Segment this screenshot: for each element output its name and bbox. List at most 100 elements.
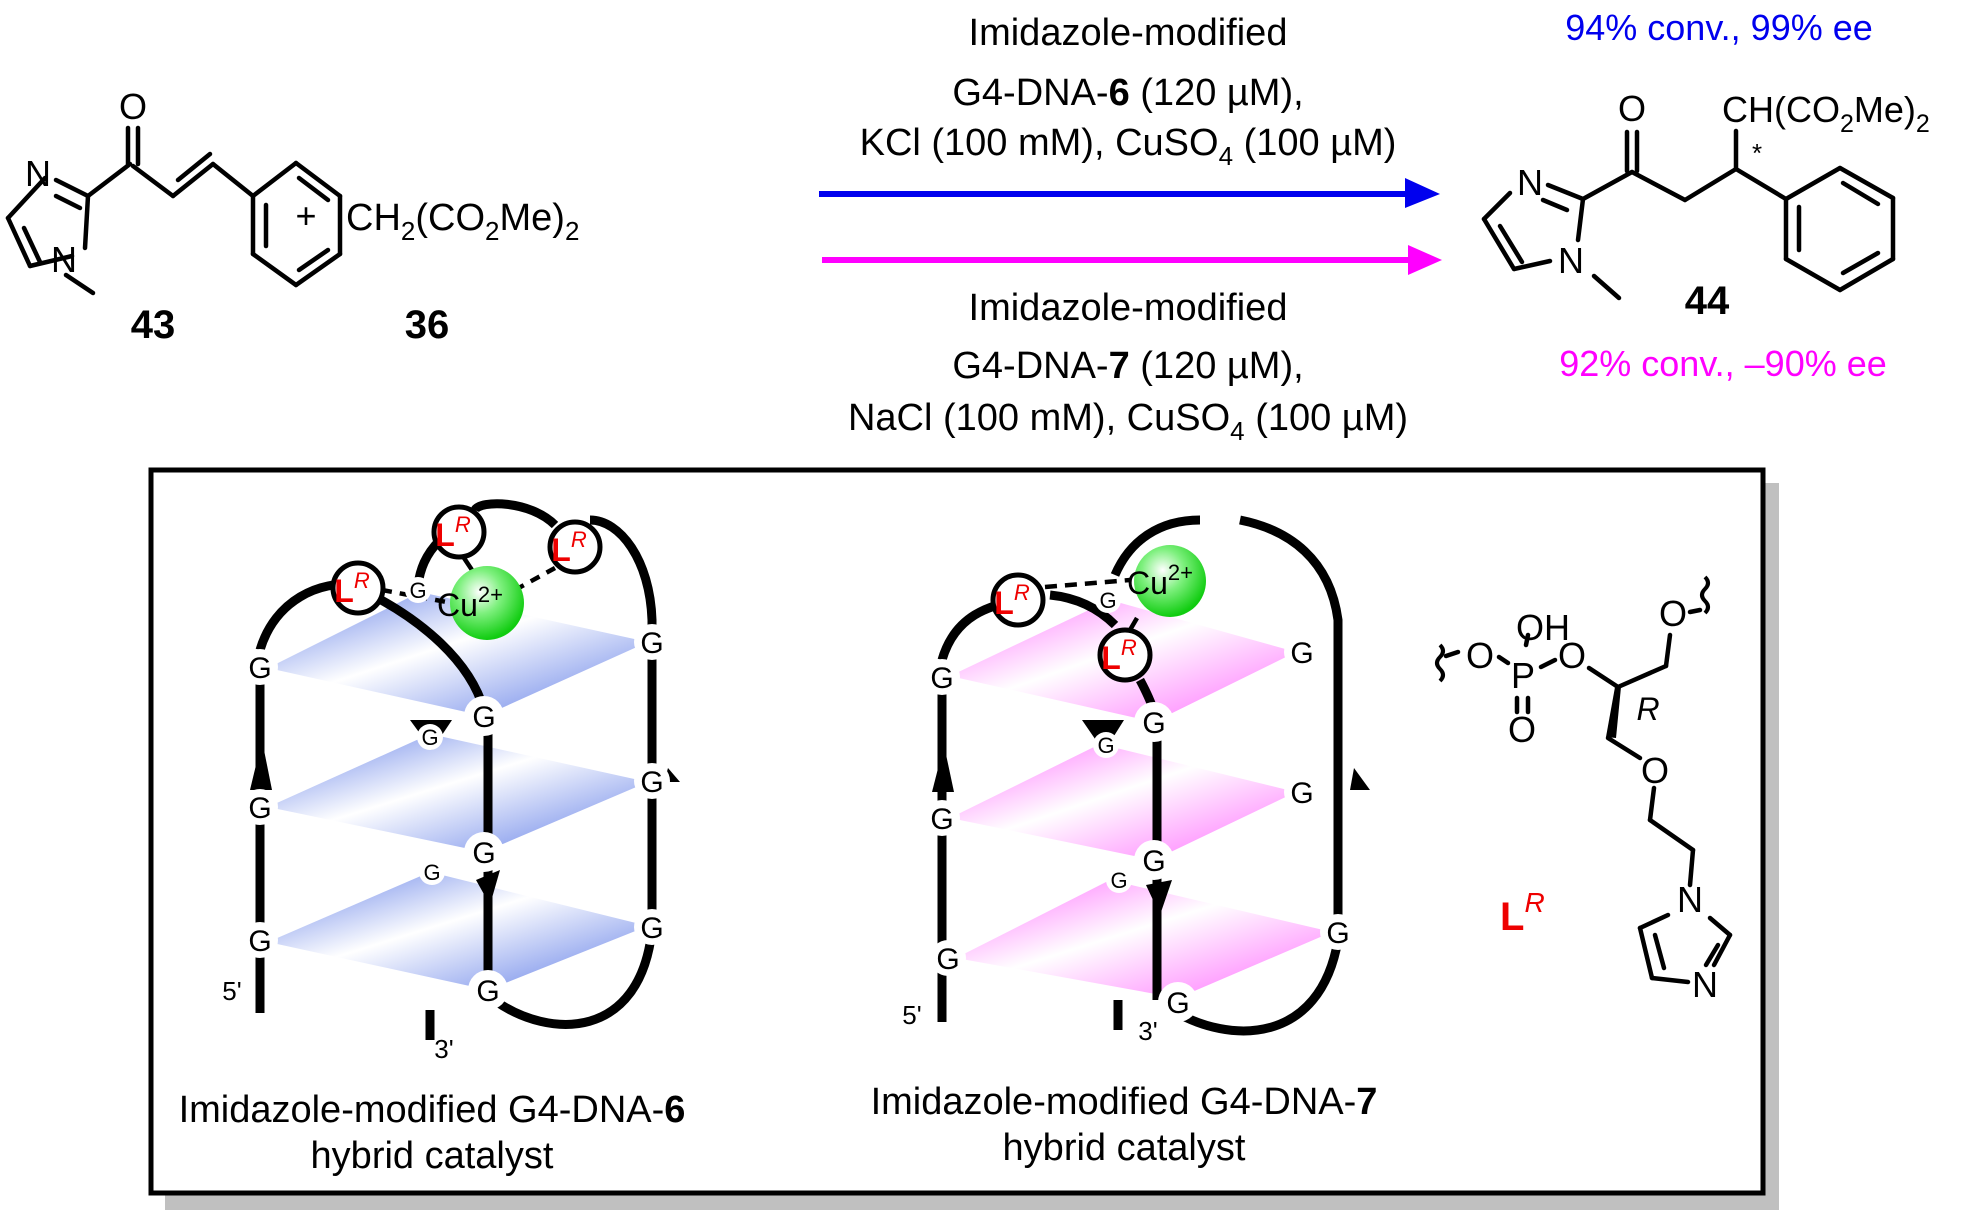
conditions-bottom-line3: NaCl (100 mM), CuSO4 (100 µM) <box>848 397 1408 446</box>
g-node: G <box>1106 867 1132 893</box>
svg-text:G: G <box>640 627 663 660</box>
g-node: G <box>634 624 670 660</box>
five-prime-label: 5' <box>222 976 241 1006</box>
arrow-blue <box>819 178 1440 208</box>
g-quartet-plane-top <box>268 592 648 716</box>
svg-text:G: G <box>1290 637 1313 670</box>
caption-g4-dna-6-line2: hybrid catalyst <box>311 1135 554 1177</box>
svg-text:G: G <box>1110 868 1127 893</box>
g-node: G <box>1284 774 1320 810</box>
svg-text:G: G <box>1326 917 1349 950</box>
g-quartet-plane-middle <box>950 744 1296 860</box>
g-node: G <box>405 577 431 603</box>
g-node: G <box>634 909 670 945</box>
svg-text:G: G <box>640 766 663 799</box>
product-imidazole-n1-label: N <box>1558 240 1584 281</box>
compound-44: O N N * CH(CO2Me)2 44 <box>1481 88 1930 323</box>
caption-g4-dna-7-line2: hybrid catalyst <box>1003 1127 1246 1169</box>
ligand-o-label: O <box>1641 750 1669 791</box>
g-node: G <box>1093 732 1119 758</box>
compound-label-43: 43 <box>131 303 176 347</box>
conditions-bottom-line2: G4-DNA-7 (120 µM), <box>952 345 1303 387</box>
g-node: G <box>1134 840 1174 880</box>
wavy-bond-icon <box>1435 643 1445 683</box>
ligand-node: LR <box>990 572 1046 628</box>
wavy-bond-icon <box>1700 575 1710 615</box>
ligand-node: LR <box>431 504 487 560</box>
caption-g4-dna-6-line1: Imidazole-modified G4-DNA-6 <box>179 1089 686 1131</box>
compound-43: O N N 43 <box>5 86 343 347</box>
svg-text:G: G <box>1097 733 1114 758</box>
g-node: G <box>242 649 278 685</box>
g-node: G <box>468 970 508 1010</box>
conditions-top-line1: Imidazole-modified <box>969 12 1288 54</box>
g-node: G <box>1284 634 1320 670</box>
ligand-structure: O OH P O O O O R N N LR <box>1435 575 1733 1005</box>
copper-ion: Cu2+ <box>437 566 524 640</box>
stereo-descriptor: R <box>1636 691 1659 727</box>
plus-sign: + <box>295 195 316 236</box>
svg-text:LR: LR <box>435 512 471 553</box>
result-top: 94% conv., 99% ee <box>1565 7 1873 48</box>
ligand-node: LR <box>330 560 386 616</box>
three-prime-label: 3' <box>434 1034 453 1064</box>
caption-g4-dna-7-line1: Imidazole-modified G4-DNA-7 <box>871 1081 1378 1123</box>
result-bottom: 92% conv., –90% ee <box>1559 343 1887 384</box>
g-node: G <box>924 659 960 695</box>
g-node: G <box>464 832 504 872</box>
g-node: G <box>930 940 966 976</box>
svg-text:G: G <box>409 578 426 603</box>
ligand-node: LR <box>547 519 603 575</box>
g-node: G <box>924 800 960 836</box>
svg-text:G: G <box>248 792 271 825</box>
g-quartet-plane-middle <box>268 734 648 852</box>
carbonyl-oxygen-label: O <box>119 86 147 127</box>
ligand-node: LR <box>1097 627 1153 683</box>
ligand-oh-label: OH <box>1516 607 1570 648</box>
g-node: G <box>464 696 504 736</box>
conditions-bottom: Imidazole-modified G4-DNA-7 (120 µM), Na… <box>848 287 1408 446</box>
arrow-magenta <box>822 245 1442 275</box>
copper-ion: Cu2+ <box>1127 545 1206 617</box>
ligand-n3-label: N <box>1692 964 1718 1005</box>
g-node: G <box>1320 914 1356 950</box>
svg-text:G: G <box>423 860 440 885</box>
malonate-formula: CH2(CO2Me)2 <box>346 197 579 246</box>
g-quartet-plane-bottom <box>956 880 1332 998</box>
svg-text:LR: LR <box>334 568 370 609</box>
g-node: G <box>242 789 278 825</box>
g-node: G <box>634 763 670 799</box>
g4-dna-7-diagram: G G G G G G G G G G G G Cu2+ LR LR 5' 3'… <box>871 515 1378 1169</box>
ligand-o-label: O <box>1659 593 1687 634</box>
conditions-top-line3: KCl (100 mM), CuSO4 (100 µM) <box>860 122 1397 171</box>
stereocenter-asterisk: * <box>1752 138 1762 168</box>
compound-36: CH2(CO2Me)2 36 <box>346 197 579 347</box>
ligand-p-label: P <box>1511 655 1535 696</box>
svg-text:G: G <box>472 701 495 734</box>
g-node: G <box>1095 587 1121 613</box>
g-node: G <box>1158 982 1198 1022</box>
svg-text:G: G <box>930 803 953 836</box>
svg-text:G: G <box>1290 777 1313 810</box>
svg-text:Cu2+: Cu2+ <box>437 582 503 623</box>
compound-label-36: 36 <box>405 303 450 347</box>
imidazole-n3-label: N <box>25 153 51 194</box>
compound-label-44: 44 <box>1685 279 1730 323</box>
svg-text:LR: LR <box>1101 635 1137 676</box>
g-quartet-plane-bottom <box>268 872 648 990</box>
ligand-legend-label: LR <box>1500 887 1545 939</box>
g-node: G <box>1134 702 1174 742</box>
ligand-o-label: O <box>1508 709 1536 750</box>
conditions-top-line2: G4-DNA-6 (120 µM), <box>952 72 1303 114</box>
ligand-n1-label: N <box>1677 879 1703 920</box>
five-prime-label: 5' <box>902 1000 921 1030</box>
svg-text:G: G <box>248 925 271 958</box>
svg-text:G: G <box>421 725 438 750</box>
svg-text:LR: LR <box>994 580 1030 621</box>
product-imidazole-n3-label: N <box>1517 162 1543 203</box>
ligand-o-label: O <box>1558 635 1586 676</box>
three-prime-label: 3' <box>1138 1016 1157 1046</box>
svg-text:G: G <box>1142 707 1165 740</box>
svg-text:G: G <box>936 943 959 976</box>
